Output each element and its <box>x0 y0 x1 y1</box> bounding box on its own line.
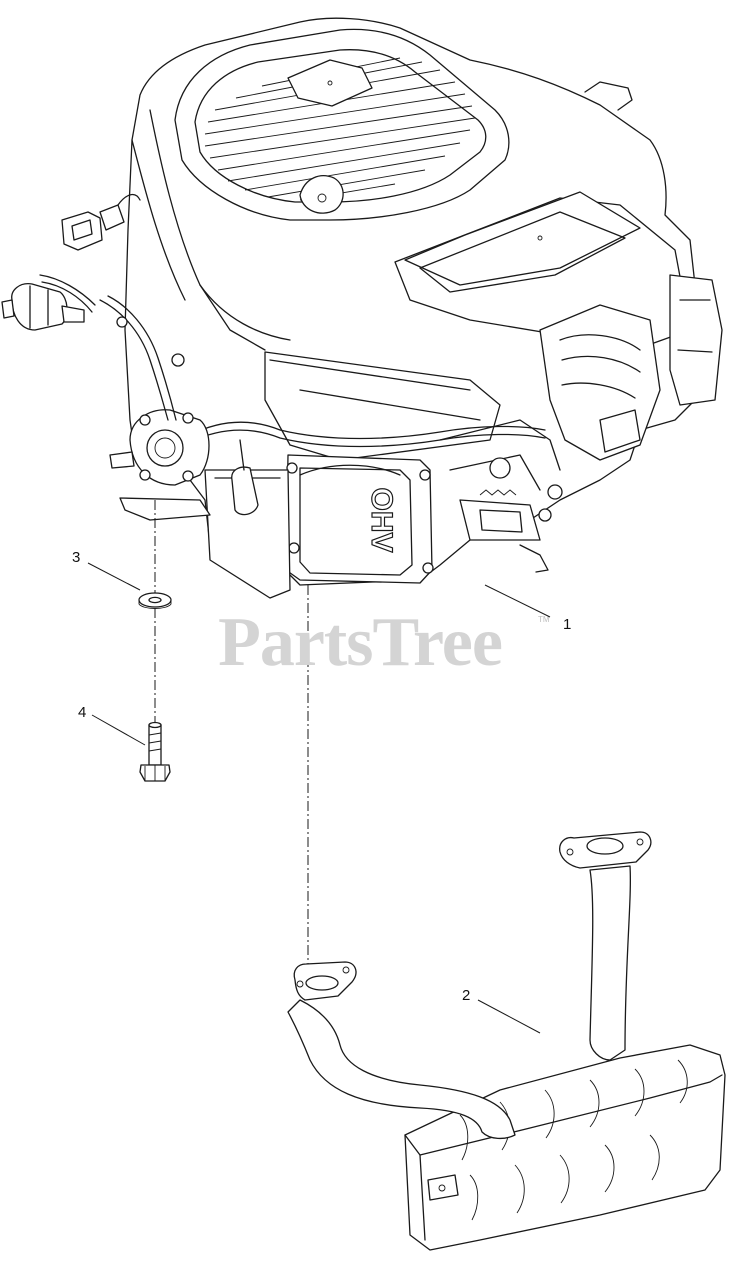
callout-3[interactable]: 3 <box>72 549 80 566</box>
washer[interactable] <box>138 592 172 609</box>
ohv-marking: OHV <box>365 487 398 552</box>
leader-line-2 <box>477 999 541 1034</box>
engine-assembly[interactable]: OHV <box>1 17 723 599</box>
bolt[interactable] <box>139 721 171 782</box>
watermark-text: PartsTree <box>218 604 502 681</box>
callout-1[interactable]: 1 <box>563 616 571 633</box>
fuel-pump <box>109 409 211 521</box>
leader-line-4 <box>91 714 146 746</box>
muffler[interactable] <box>287 831 726 1251</box>
callout-4[interactable]: 4 <box>78 704 86 721</box>
callout-2[interactable]: 2 <box>462 987 470 1004</box>
cooling-grille <box>204 57 476 201</box>
wire-connector <box>61 193 141 251</box>
fuel-filter <box>1 274 185 421</box>
leader-line-3 <box>87 562 141 591</box>
leader-line-1 <box>484 584 551 618</box>
watermark-trademark: TM <box>538 615 550 624</box>
